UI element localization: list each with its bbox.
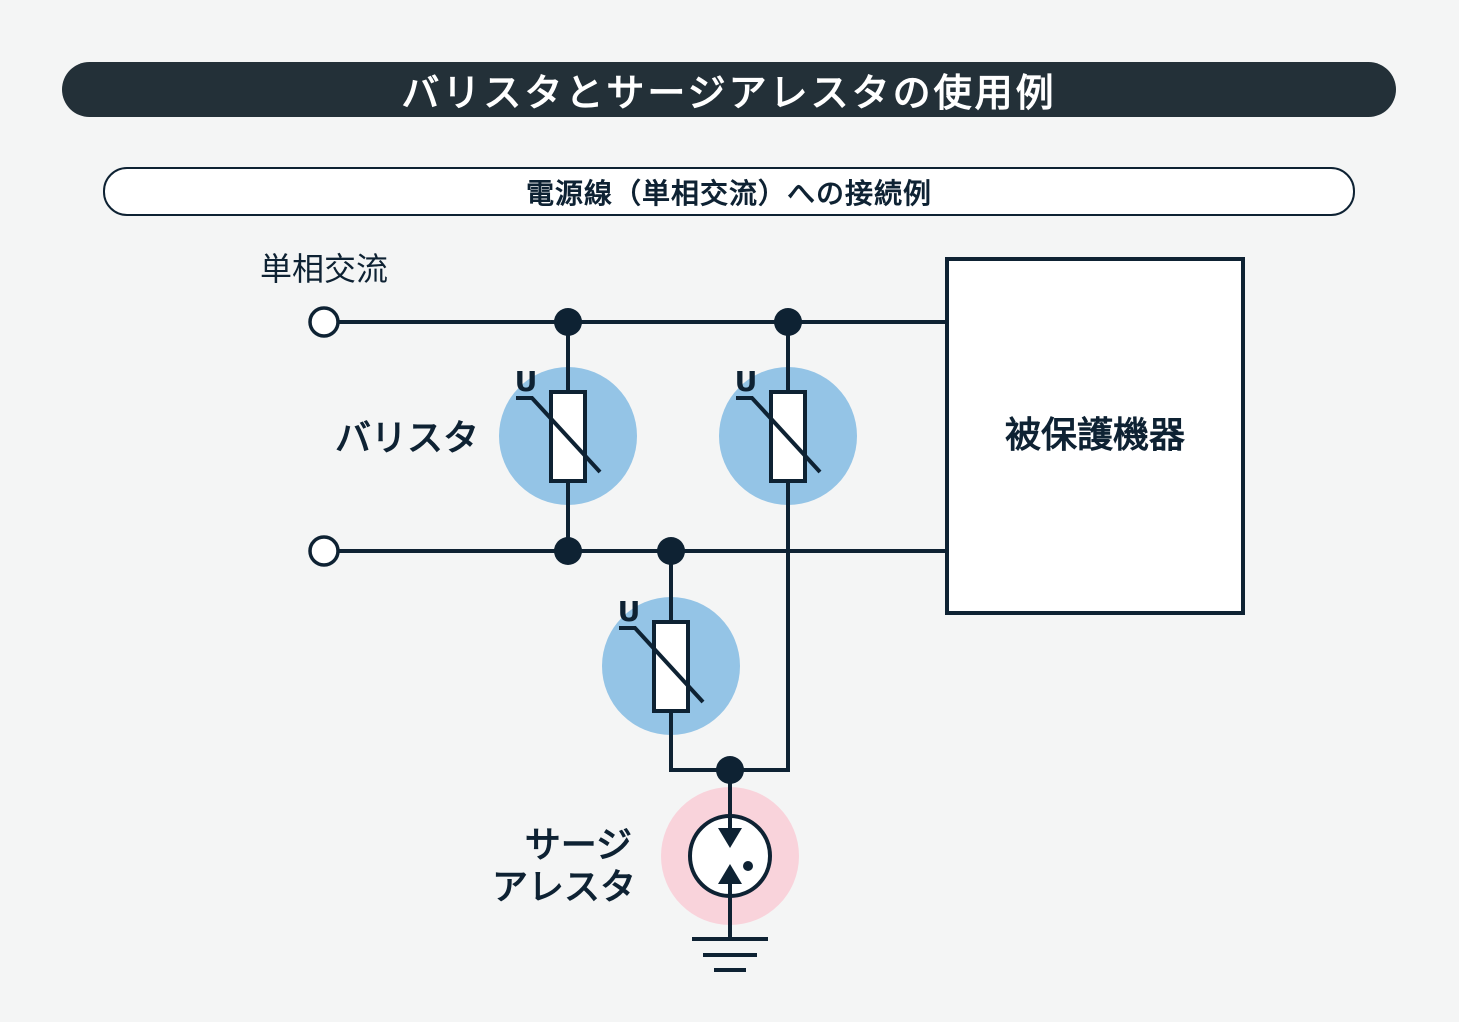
varistor-1-voltage-symbol: U: [515, 365, 538, 398]
junction-dot: [774, 308, 802, 336]
varistor-label: バリスタ: [335, 418, 479, 459]
title-banner: バリスタとサージアレスタの使用例: [62, 62, 1396, 117]
varistor-2-voltage-symbol: U: [735, 365, 758, 398]
surge-arrester-label-line1: サージ: [525, 825, 632, 866]
surge-arrester-symbol: [688, 814, 772, 898]
varistor-2-symbol: [736, 390, 822, 483]
ac-terminal-bottom: [308, 535, 340, 567]
junction-dot: [716, 756, 744, 784]
junction-dot: [554, 308, 582, 336]
page-title: バリスタとサージアレスタの使用例: [401, 71, 1057, 115]
protected-device-label: 被保護機器: [1005, 415, 1186, 456]
varistor-3-symbol: [619, 620, 705, 713]
junction-dot: [657, 537, 685, 565]
subtitle-banner: 電源線（単相交流）への接続例: [103, 167, 1355, 216]
ac-source-label: 単相交流: [260, 250, 388, 288]
surge-arrester-label-line2: アレスタ: [492, 867, 636, 908]
protected-device-box: [945, 257, 1245, 615]
varistor-1-symbol: [516, 390, 602, 483]
ground-icon: [692, 937, 768, 972]
ac-terminal-top: [308, 306, 340, 338]
varistor-3-voltage-symbol: U: [618, 595, 641, 628]
page-subtitle: 電源線（単相交流）への接続例: [525, 176, 932, 210]
junction-dot: [554, 537, 582, 565]
